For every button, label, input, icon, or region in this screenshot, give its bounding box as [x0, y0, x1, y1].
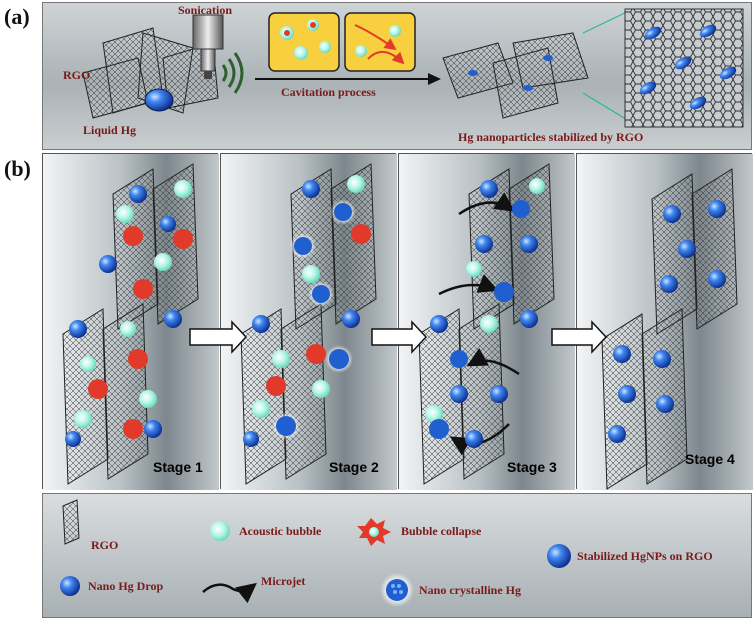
liquid-hg-disc — [144, 88, 174, 112]
rgo-label: RGO — [63, 68, 91, 82]
legend-rgo-label: RGO — [91, 538, 119, 552]
stage-1-panel: Stage 1 — [42, 153, 219, 490]
legend-rgo-icon — [62, 499, 80, 545]
legend-collapse-label: Bubble collapse — [401, 524, 482, 538]
panel-b-label: (b) — [4, 156, 31, 181]
legend-microjet-icon — [202, 582, 257, 604]
stage-3-panel: Stage 3 — [398, 153, 575, 490]
cavitation-label: Cavitation process — [281, 85, 376, 99]
panel-a-label: (a) — [4, 4, 30, 29]
rgo-with-hg-sheets — [442, 32, 589, 119]
cavitation-box-2 — [344, 12, 416, 72]
legend-bubble-icon — [210, 521, 230, 541]
cavitation-box-1 — [268, 12, 340, 72]
legend-bubble-label: Acoustic bubble — [239, 524, 322, 538]
stage-4-label: Stage 4 — [685, 451, 735, 467]
stage-4-drawing — [577, 154, 753, 490]
stage-1-drawing — [43, 154, 219, 490]
zoom-inset — [624, 8, 744, 128]
legend-crystal-label: Nano crystalline Hg — [419, 583, 521, 597]
legend-stabilized-label: Stabilized HgNPs on RGO — [577, 549, 713, 563]
sonication-label: Sonication — [178, 3, 233, 17]
liquid-hg-label: Liquid Hg — [83, 123, 137, 137]
panel-a-drawing — [82, 8, 744, 128]
sonicator-icon — [192, 14, 244, 94]
zoom-line-bottom — [582, 92, 630, 122]
legend-panel: RGO Acoustic bubble Bubble collapse Stab… — [42, 493, 752, 618]
legend-microjet-label: Microjet — [261, 574, 306, 588]
legend-hg-drop-label: Nano Hg Drop — [88, 579, 164, 593]
legend-crystal-icon — [380, 573, 414, 607]
stage-3-label: Stage 3 — [507, 459, 557, 475]
process-arrow — [255, 73, 441, 85]
stage-2-drawing — [221, 154, 397, 490]
stage-4-panel: Stage 4 — [576, 153, 753, 490]
legend-hg-drop-icon — [60, 576, 80, 596]
legend-collapse-icon — [357, 518, 391, 546]
panel-a: Sonication RGO Liquid Hg Cavitation proc… — [42, 2, 752, 150]
stage-3-drawing — [399, 154, 575, 490]
stage-1-label: Stage 1 — [153, 459, 203, 475]
zoom-line-top — [582, 10, 630, 34]
legend-icons — [60, 499, 571, 607]
legend-stabilized-icon — [547, 544, 571, 568]
result-label: Hg nanoparticles stabilized by RGO — [458, 130, 644, 144]
stage-2-label: Stage 2 — [329, 459, 379, 475]
stage-2-panel: Stage 2 — [220, 153, 397, 490]
